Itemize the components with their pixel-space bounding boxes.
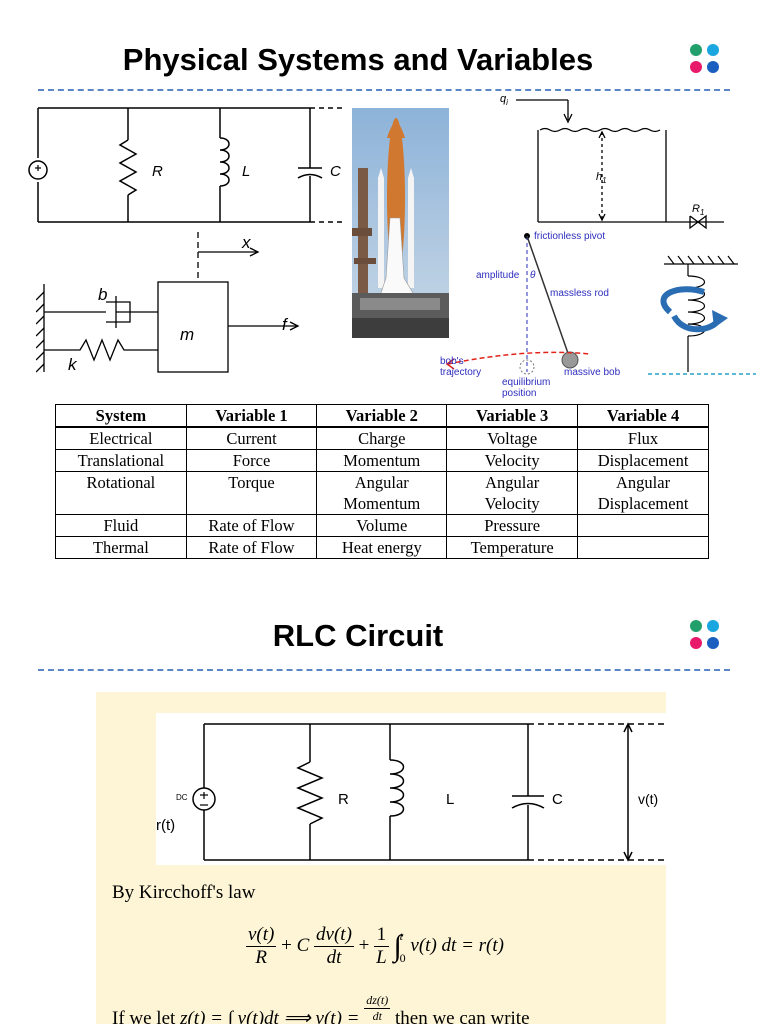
- rlc-circuit-background: [156, 713, 666, 865]
- source-label: r(t): [156, 817, 175, 834]
- table-cell: Voltage: [446, 426, 579, 450]
- rlc-circuit-large-diagram: DC r(t) R L C v(t): [156, 722, 664, 862]
- four-dot-logo-icon: [690, 620, 722, 652]
- theta-label: θ: [530, 270, 536, 281]
- table-cell: Current: [185, 426, 318, 450]
- dc-label: DC: [176, 793, 188, 802]
- mass-spring-damper-diagram: x b m k f: [36, 232, 300, 374]
- table-row: Rotational Torque Angular Momentum Angul…: [55, 471, 709, 515]
- inductor-label: L: [446, 791, 454, 808]
- table-cell: Velocity: [446, 449, 579, 472]
- slide-title-physical-systems: Physical Systems and Variables: [122, 42, 594, 77]
- table-row: Electrical Current Charge Voltage Flux: [55, 426, 709, 450]
- slide-title-rlc-circuit: RLC Circuit: [272, 618, 444, 653]
- table-cell: Rate of Flow: [185, 514, 318, 537]
- table-cell: Angular Velocity: [446, 471, 579, 515]
- trajectory-label-line2: trajectory: [440, 367, 481, 378]
- table-cell: Rate of Flow: [185, 536, 318, 559]
- table-row: Thermal Rate of Flow Heat energy Tempera…: [55, 536, 709, 559]
- rod-label: massless rod: [550, 288, 609, 299]
- table-cell: Volume: [316, 514, 448, 537]
- table-row: Translational Force Momentum Velocity Di…: [55, 449, 709, 472]
- col-header-variable-1: Variable 1: [185, 404, 318, 428]
- torsional-spring-diagram: [648, 255, 756, 375]
- capacitor-label: C: [552, 791, 563, 808]
- table-cell: Displacement: [577, 449, 709, 472]
- table-cell: Electrical: [55, 426, 187, 450]
- pivot-label: frictionless pivot: [534, 231, 605, 242]
- table-cell: Momentum: [316, 449, 448, 472]
- table-cell: [577, 536, 709, 559]
- equation-term-1: v(t)R: [246, 924, 277, 968]
- col-header-system: System: [55, 404, 187, 428]
- space-shuttle-photo: [352, 108, 449, 338]
- title-divider: [38, 669, 730, 671]
- resistor-label: R: [152, 163, 163, 180]
- inductor-label: L: [242, 163, 250, 180]
- table-cell: Thermal: [55, 536, 187, 559]
- substitution-fraction: dz(t)dt: [364, 993, 391, 1023]
- trajectory-label-line1: bob's: [440, 356, 464, 367]
- height-label: h1: [596, 171, 607, 185]
- substitution-text: If we let z(t) = ∫ v(t)dt ⟹ v(t) = dz(t)…: [112, 993, 530, 1024]
- equation-term-2: dv(t)dt: [314, 924, 354, 968]
- table-cell: Fluid: [55, 514, 187, 537]
- table-header-row: System Variable 1 Variable 2 Variable 3 …: [55, 404, 709, 428]
- table-cell: Rotational: [55, 471, 187, 515]
- table-row: Fluid Rate of Flow Volume Pressure: [55, 514, 709, 537]
- voltage-label: v(t): [638, 791, 658, 807]
- table-cell: Angular Momentum: [316, 471, 448, 515]
- spring-label: k: [68, 355, 78, 374]
- table-cell: Charge: [316, 426, 448, 450]
- col-header-variable-4: Variable 4: [577, 404, 709, 428]
- inflow-label: qi: [500, 93, 508, 107]
- title-divider: [38, 89, 730, 91]
- x-label: x: [241, 233, 251, 252]
- four-dot-logo-icon: [690, 44, 722, 76]
- table-cell: Heat energy: [316, 536, 448, 559]
- valve-resistance-label: R1: [692, 203, 704, 217]
- table-cell: Torque: [185, 471, 318, 515]
- table-cell: Force: [185, 449, 318, 472]
- equilibrium-label-line1: equilibrium: [502, 377, 550, 388]
- resistor-label: R: [338, 791, 349, 808]
- table-cell: Translational: [55, 449, 187, 472]
- rlc-circuit-diagram: R L C: [28, 107, 346, 223]
- bob-label: massive bob: [564, 367, 621, 378]
- table-cell: Angular Displacement: [577, 471, 709, 515]
- pendulum-diagram: frictionless pivot amplitude θ massless …: [440, 231, 621, 399]
- col-header-variable-2: Variable 2: [316, 404, 448, 428]
- system-variables-table: System Variable 1 Variable 2 Variable 3 …: [55, 404, 709, 559]
- mass-label: m: [180, 325, 194, 344]
- table-cell: Flux: [577, 426, 709, 450]
- table-cell: [577, 514, 709, 537]
- table-cell: Temperature: [446, 536, 579, 559]
- damper-label: b: [98, 285, 107, 304]
- water-tank-diagram: qi h1 R1: [500, 93, 724, 230]
- amplitude-label: amplitude: [476, 270, 520, 281]
- kirchoff-law-label: By Kircchoff's law: [112, 882, 256, 903]
- capacitor-label: C: [330, 163, 341, 180]
- equilibrium-label-line2: position: [502, 388, 536, 399]
- table-cell: Pressure: [446, 514, 579, 537]
- integral-sign: ∫: [393, 929, 402, 963]
- col-header-variable-3: Variable 3: [446, 404, 579, 428]
- force-label: f: [282, 315, 289, 334]
